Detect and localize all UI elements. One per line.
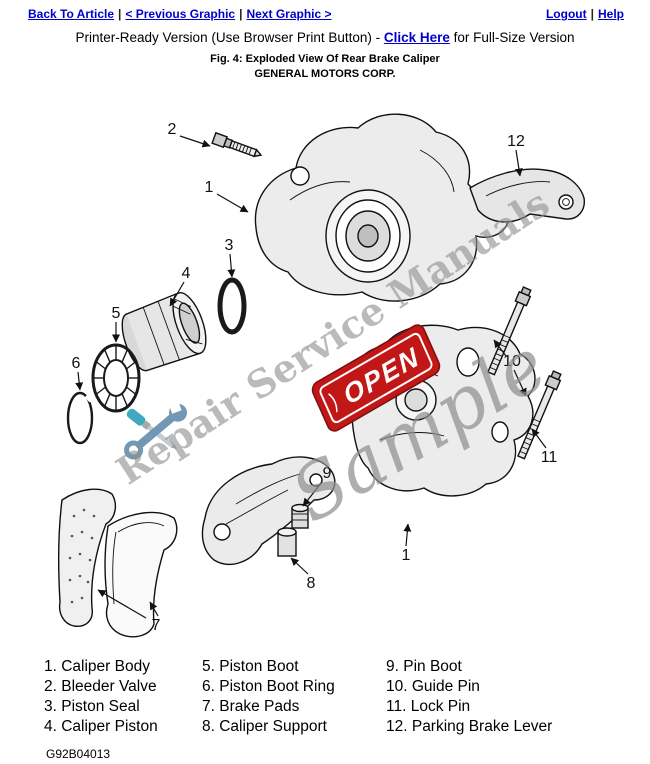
callout-9: 9 bbox=[323, 465, 332, 482]
bleeder-valve-shape bbox=[211, 131, 263, 158]
document-code: G92B04013 bbox=[46, 747, 111, 761]
legend-item: 12. Parking Brake Lever bbox=[386, 718, 553, 735]
next-graphic-link[interactable]: Next Graphic > bbox=[246, 7, 332, 21]
callout-1b: 1 bbox=[402, 547, 411, 564]
nav-right-group: Logout|Help bbox=[546, 7, 624, 21]
caliper-piston-shape bbox=[121, 292, 207, 372]
support-sleeve-shape bbox=[277, 527, 297, 557]
callout-5: 5 bbox=[112, 305, 121, 322]
legend-item: 4. Caliper Piston bbox=[44, 718, 158, 735]
callout-8: 8 bbox=[307, 575, 316, 592]
nav-separator: | bbox=[118, 7, 122, 21]
callout-6: 6 bbox=[72, 355, 81, 372]
callout-11: 11 bbox=[541, 449, 558, 466]
callout-7: 7 bbox=[152, 617, 161, 634]
printer-ready-line: Printer-Ready Version (Use Browser Print… bbox=[0, 30, 650, 45]
callout-12: 12 bbox=[507, 133, 525, 150]
parts-legend: 1. Caliper Body 2. Bleeder Valve 3. Pist… bbox=[0, 657, 650, 737]
legend-item: 11. Lock Pin bbox=[386, 698, 471, 715]
printer-ready-text: Printer-Ready Version (Use Browser Print… bbox=[75, 30, 384, 45]
back-to-article-link[interactable]: Back To Article bbox=[28, 7, 115, 21]
pin-boot-shape bbox=[291, 503, 309, 529]
callout-1: 1 bbox=[205, 179, 214, 196]
full-size-suffix-text: for Full-Size Version bbox=[449, 30, 575, 45]
callout-leaders bbox=[75, 135, 547, 619]
legend-item: 10. Guide Pin bbox=[386, 678, 480, 695]
callout-4: 4 bbox=[182, 265, 191, 282]
lock-pin-shape bbox=[517, 370, 562, 460]
legend-item: 5. Piston Boot bbox=[202, 658, 299, 675]
brake-pads-shape bbox=[58, 488, 178, 638]
legend-column-3: 9. Pin Boot 10. Guide Pin 11. Lock Pin 1… bbox=[386, 657, 552, 737]
guide-pin-shape bbox=[487, 286, 532, 376]
piston-boot-shape bbox=[91, 343, 141, 413]
nav-separator: | bbox=[590, 7, 594, 21]
nav-separator: | bbox=[239, 7, 243, 21]
legend-item: 6. Piston Boot Ring bbox=[202, 678, 335, 695]
piston-boot-ring-shape bbox=[66, 391, 94, 445]
company-name: GENERAL MOTORS CORP. bbox=[254, 68, 396, 80]
previous-graphic-link[interactable]: < Previous Graphic bbox=[125, 7, 236, 21]
help-link[interactable]: Help bbox=[597, 7, 624, 21]
callout-10: 10 bbox=[503, 353, 521, 370]
tools-watermark-icon bbox=[124, 401, 187, 460]
logout-link[interactable]: Logout bbox=[545, 7, 587, 21]
full-size-version-link[interactable]: Click Here bbox=[383, 30, 450, 45]
exploded-diagram: 2 1 12 3 4 5 6 7 8 9 10 11 1 Repair Serv… bbox=[58, 113, 585, 638]
legend-item: 7. Brake Pads bbox=[202, 698, 300, 715]
caliper-support-shape bbox=[201, 456, 336, 565]
callout-3: 3 bbox=[225, 237, 234, 254]
legend-item: 2. Bleeder Valve bbox=[44, 678, 157, 695]
legend-column-1: 1. Caliper Body 2. Bleeder Valve 3. Pist… bbox=[44, 657, 202, 737]
top-navigation: Back To Article|< Previous Graphic|Next … bbox=[0, 0, 650, 21]
callout-2: 2 bbox=[168, 121, 177, 138]
legend-item: 3. Piston Seal bbox=[44, 698, 140, 715]
caliper-body-shape bbox=[254, 113, 510, 302]
legend-item: 9. Pin Boot bbox=[386, 658, 462, 675]
legend-column-2: 5. Piston Boot 6. Piston Boot Ring 7. Br… bbox=[202, 657, 386, 737]
legend-item: 1. Caliper Body bbox=[44, 658, 150, 675]
nav-left-group: Back To Article|< Previous Graphic|Next … bbox=[28, 7, 332, 21]
callout-numbers: 2 1 12 3 4 5 6 7 8 9 10 11 1 bbox=[72, 121, 558, 634]
legend-item: 8. Caliper Support bbox=[202, 718, 327, 735]
figure-title: Fig. 4: Exploded View Of Rear Brake Cali… bbox=[210, 53, 440, 65]
piston-seal-shape bbox=[217, 277, 247, 335]
